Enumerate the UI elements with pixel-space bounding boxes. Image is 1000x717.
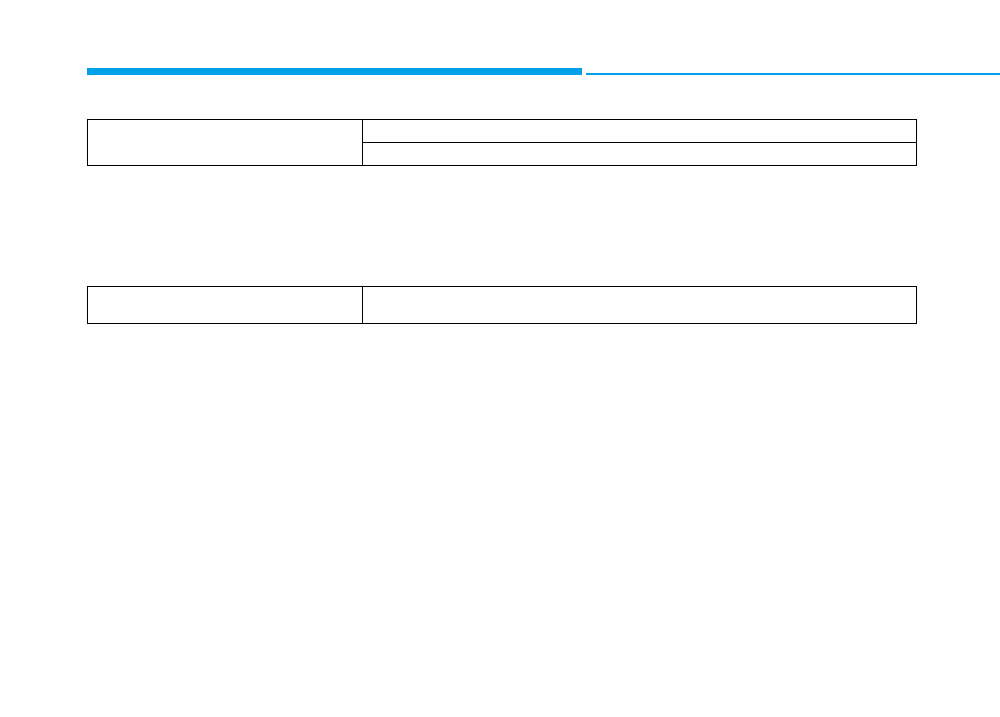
table-value-cell bbox=[362, 119, 917, 143]
table-label-cell bbox=[87, 119, 363, 166]
table-row bbox=[87, 286, 917, 324]
header-rule-thick bbox=[87, 68, 582, 75]
spec-table-2 bbox=[87, 286, 917, 324]
table-label-cell bbox=[87, 286, 363, 324]
spec-table-1 bbox=[87, 119, 917, 166]
table-row bbox=[87, 119, 917, 166]
table-row bbox=[88, 142, 917, 166]
header-rule-thin bbox=[586, 73, 1000, 75]
table-value-cell bbox=[362, 286, 917, 324]
table-value-cell bbox=[362, 142, 917, 166]
